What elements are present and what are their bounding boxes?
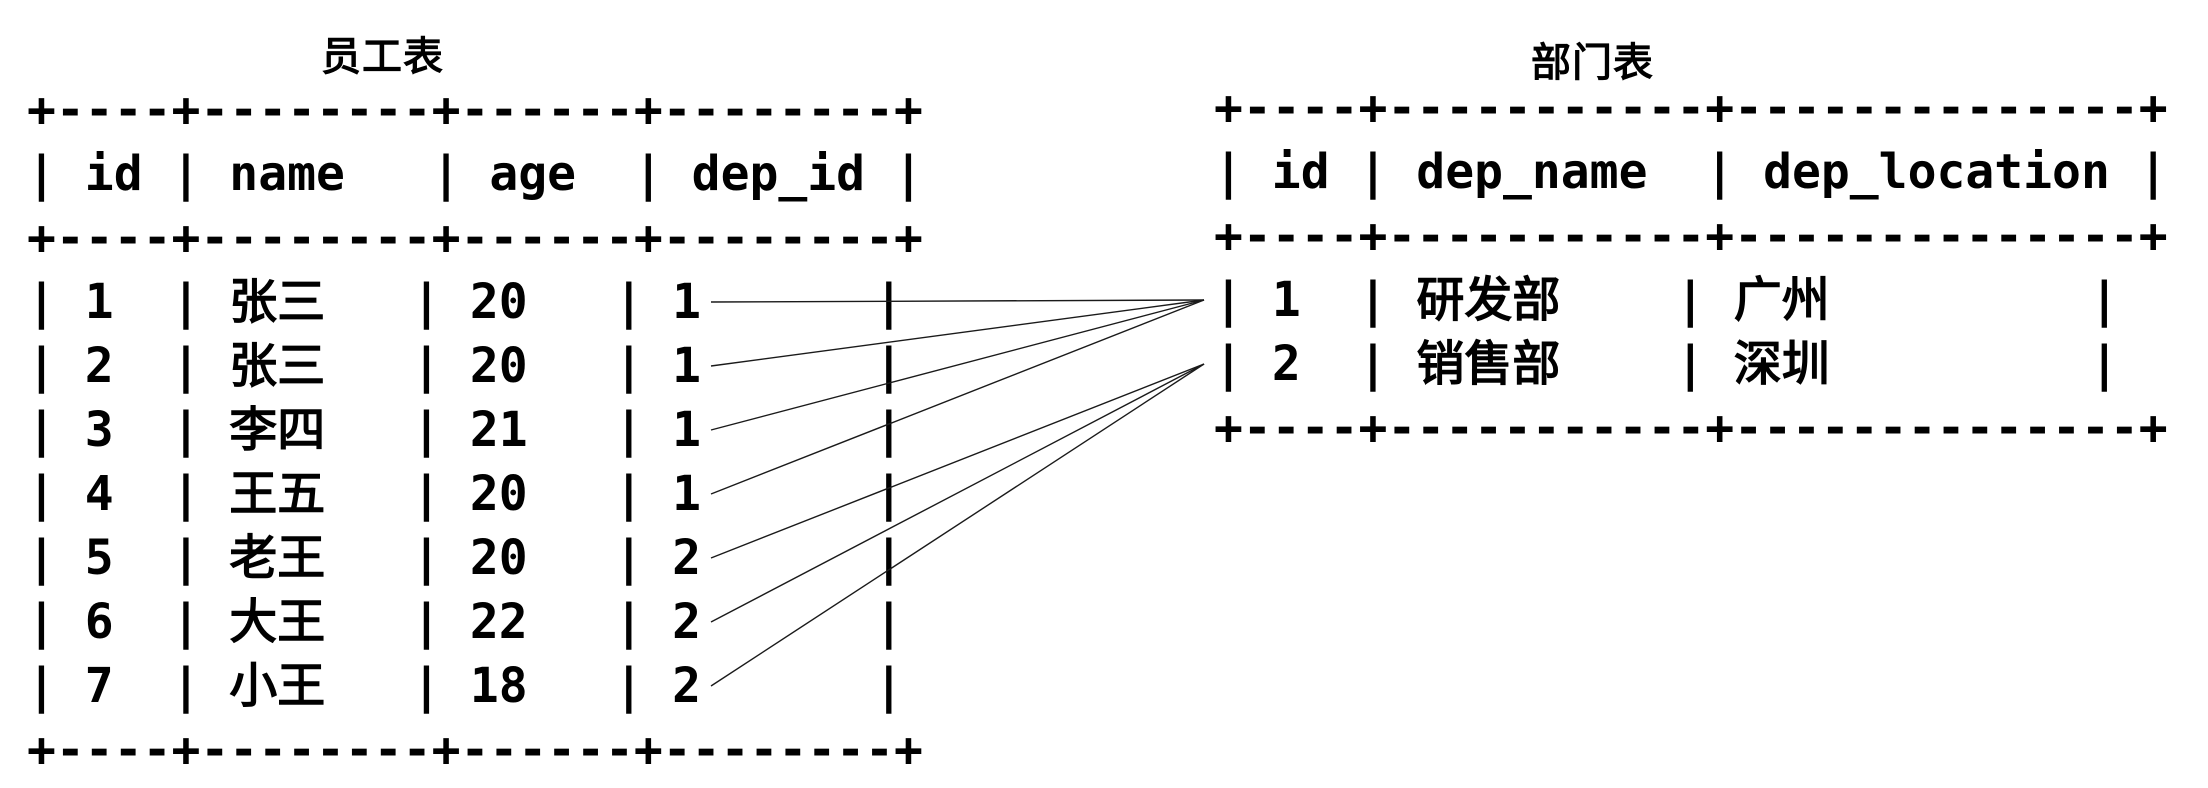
employee-table-key-cell: 1 (672, 402, 702, 458)
employee-table-key-cell: 2 (672, 530, 702, 586)
employee-table-border: +----+--------+------+--------+ (27, 722, 923, 778)
employee-table-key-cell: 2 (672, 658, 702, 714)
department-table-key-cell: 1 (1271, 272, 1301, 328)
employee-table-title: 员工表 (321, 35, 444, 79)
employee-table-row: | 3 | 李四 | 21 | 1 | (27, 402, 904, 458)
employee-table-row: | 5 | 老王 | 20 | 2 | (27, 530, 904, 586)
department-table-border: +----+-----------+--------------+ (1214, 400, 2168, 456)
department-table-row: | 1 | 研发部 | 广州 | (1214, 272, 2119, 328)
employee-table-row: | 2 | 张三 | 20 | 1 | (27, 338, 904, 394)
employee-table-header-row: | id | name | age | dep_id | (27, 146, 923, 202)
employee-table-row: | 1 | 张三 | 20 | 1 | (27, 274, 904, 330)
employee-table-key-cell: 2 (672, 594, 702, 650)
employee-table-key-cell: 1 (672, 274, 702, 330)
department-table-border: +----+-----------+--------------+ (1214, 80, 2168, 136)
department-table-key-cell: 2 (1271, 336, 1301, 392)
employee-table-border: +----+--------+------+--------+ (27, 82, 923, 138)
department-table-title: 部门表 (1531, 41, 1654, 85)
department-table-row: | 2 | 销售部 | 深圳 | (1214, 336, 2119, 392)
department-table: +----+-----------+--------------+ | id | … (1214, 76, 2168, 460)
employee-table-key-cell: 1 (672, 466, 702, 522)
employee-table-row: | 4 | 王五 | 20 | 1 | (27, 466, 904, 522)
department-table-border: +----+-----------+--------------+ (1214, 208, 2168, 264)
employee-table: +----+--------+------+--------+ | id | na… (27, 78, 923, 782)
employee-table-key-cell: 1 (672, 338, 702, 394)
employee-table-row: | 6 | 大王 | 22 | 2 | (27, 594, 904, 650)
department-table-header-row: | id | dep_name | dep_location | (1214, 144, 2168, 200)
employee-table-border: +----+--------+------+--------+ (27, 210, 923, 266)
employee-table-row: | 7 | 小王 | 18 | 2 | (27, 658, 904, 714)
